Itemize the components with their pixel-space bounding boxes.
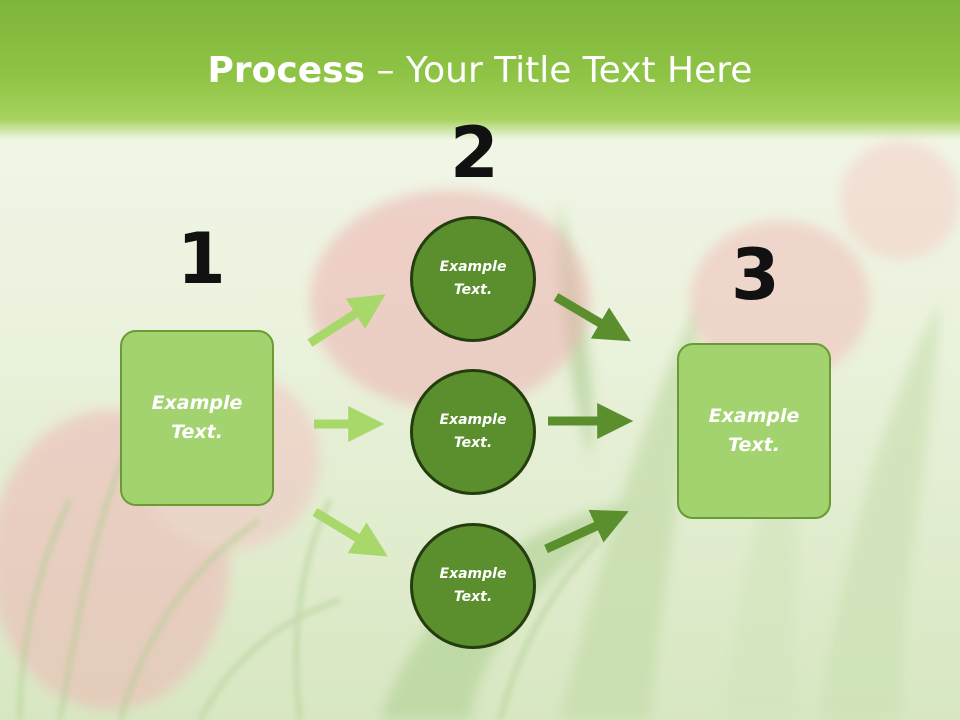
process-circle-top-text: Example Text. xyxy=(439,259,507,298)
arrow-1-to-top xyxy=(307,294,386,347)
title-bar xyxy=(0,0,960,140)
step-box-1: Example Text. xyxy=(120,330,274,506)
step-number-2: 2 xyxy=(450,112,499,194)
process-circle-middle-text: Example Text. xyxy=(439,412,507,451)
step-number-3: 3 xyxy=(731,234,780,316)
process-circle-bottom: Example Text. xyxy=(410,523,536,649)
process-circle-top: Example Text. xyxy=(410,216,536,342)
step-box-1-text: Example Text. xyxy=(151,392,243,443)
arrow-1-to-bottom xyxy=(312,508,388,557)
process-circle-middle: Example Text. xyxy=(410,369,536,495)
arrow-top-to-3 xyxy=(553,293,631,342)
step-box-3: Example Text. xyxy=(677,343,831,519)
title-rest-part: – Your Title Text Here xyxy=(365,50,753,91)
process-circle-bottom-text: Example Text. xyxy=(439,566,507,605)
slide-title: Process – Your Title Text Here xyxy=(0,50,960,91)
arrow-bottom-to-3 xyxy=(544,509,629,554)
step-box-3-text: Example Text. xyxy=(708,405,800,456)
title-bold-part: Process xyxy=(207,50,366,91)
step-number-1: 1 xyxy=(177,218,226,300)
